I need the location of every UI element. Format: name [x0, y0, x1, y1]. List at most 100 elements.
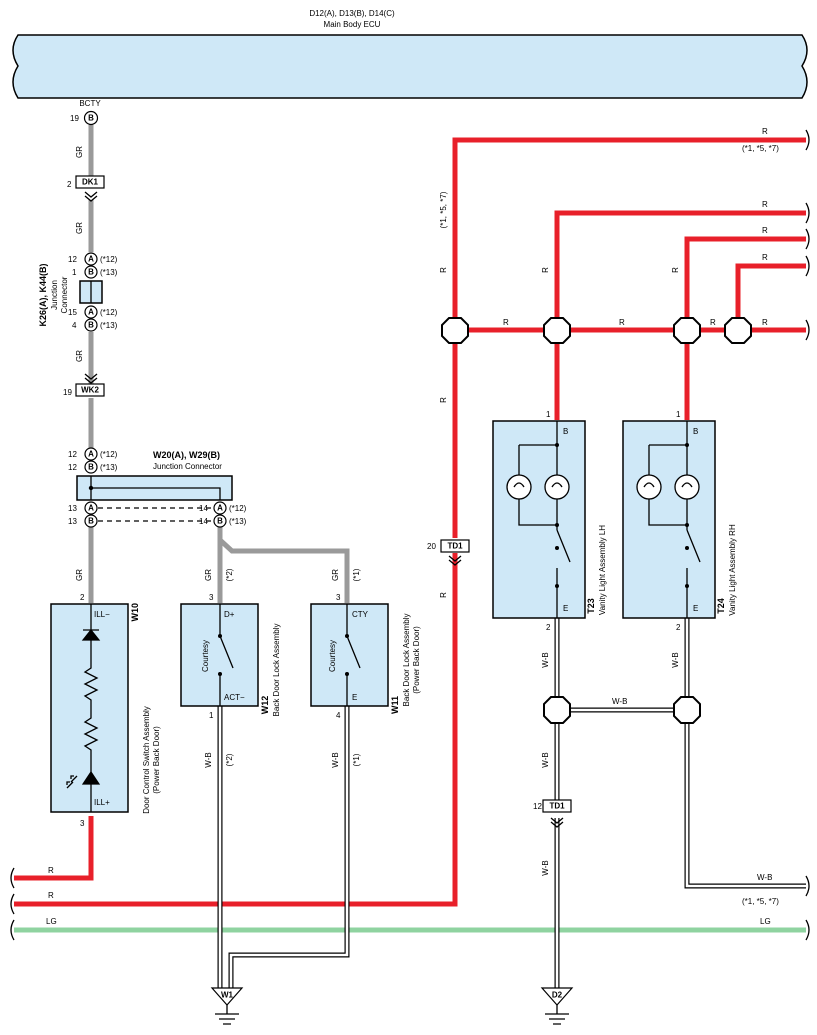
svg-text:W1: W1 [221, 991, 234, 1000]
svg-text:(*13): (*13) [100, 321, 118, 330]
component-w12: 3 D+ ACT− Courtesy 1 W12 Back Door Lock … [180, 593, 281, 720]
note-bottom-right-wb: (*1, *5, *7) [742, 897, 779, 906]
component-w10: 2 ILL− ILL+ 3 W10 Door Control Switch As… [50, 593, 161, 828]
svg-text:ILL+: ILL+ [94, 798, 110, 807]
svg-text:WK2: WK2 [81, 386, 99, 395]
svg-text:W-B: W-B [671, 652, 680, 667]
wire-red-t23-feed [554, 210, 806, 420]
svg-text:14: 14 [199, 517, 208, 526]
note-w12-bottom: (*2) [225, 753, 234, 766]
component-w11: 3 CTY E Courtesy 4 W11 Back Door Lock As… [310, 593, 421, 720]
svg-text:LG: LG [46, 917, 57, 926]
svg-text:K26(A), K44(B): K26(A), K44(B) [38, 263, 48, 326]
wire-red-extra [735, 263, 806, 330]
svg-text:1: 1 [72, 268, 77, 277]
svg-text:2: 2 [676, 623, 681, 632]
svg-text:Vanity Light Assembly RH: Vanity Light Assembly RH [728, 524, 737, 616]
note-w11: (*1) [352, 568, 361, 581]
svg-text:R: R [671, 267, 680, 273]
svg-text:GR: GR [75, 569, 84, 581]
svg-text:R: R [762, 200, 768, 209]
svg-text:19: 19 [63, 388, 72, 397]
svg-text:R: R [503, 318, 509, 327]
svg-text:E: E [693, 604, 698, 613]
wire-red-vertical [452, 137, 806, 538]
svg-text:LG: LG [760, 917, 771, 926]
svg-text:R: R [762, 226, 768, 235]
ground-w1: W1 [210, 987, 244, 1025]
svg-text:Junction: Junction [50, 280, 59, 310]
svg-text:R: R [48, 891, 54, 900]
svg-text:R: R [762, 253, 768, 262]
svg-text:A: A [88, 255, 94, 264]
svg-text:13: 13 [68, 517, 77, 526]
svg-text:1: 1 [546, 410, 551, 419]
svg-text:W11: W11 [390, 696, 400, 714]
wire-red-t24-feed [684, 236, 806, 420]
svg-text:GR: GR [75, 350, 84, 362]
svg-text:(*12): (*12) [100, 450, 118, 459]
svg-text:W-B: W-B [541, 652, 550, 667]
wire-wb-group [217, 617, 806, 988]
svg-text:4: 4 [336, 711, 341, 720]
connector-td1-top: 20 TD1 [427, 539, 470, 566]
svg-text:W12: W12 [260, 696, 270, 715]
svg-text:2: 2 [67, 180, 72, 189]
svg-text:12: 12 [68, 255, 77, 264]
svg-text:R: R [439, 397, 448, 403]
connector-dk1: 2 DK1 [67, 175, 105, 202]
note-w12: (*2) [225, 568, 234, 581]
svg-text:TD1: TD1 [549, 802, 565, 811]
wire-break-marks [10, 129, 810, 941]
svg-text:W20(A), W29(B): W20(A), W29(B) [153, 450, 220, 460]
svg-text:GR: GR [331, 569, 340, 581]
svg-text:W-B: W-B [331, 752, 340, 767]
svg-text:1: 1 [676, 410, 681, 419]
svg-text:4: 4 [72, 321, 77, 330]
svg-text:GR: GR [75, 222, 84, 234]
svg-text:B: B [88, 517, 94, 526]
svg-text:A: A [88, 504, 94, 513]
svg-text:TD1: TD1 [447, 542, 463, 551]
svg-text:12: 12 [68, 463, 77, 472]
svg-text:Vanity Light Assembly LH: Vanity Light Assembly LH [598, 525, 607, 615]
svg-text:Junction Connector: Junction Connector [153, 462, 222, 471]
ground-d2: D2 [540, 987, 574, 1025]
svg-text:12: 12 [533, 802, 542, 811]
svg-text:(*13): (*13) [229, 517, 247, 526]
wire-color-labels: GR GR GR GR GR GR R R LG LG R R R R R R … [46, 127, 772, 926]
connector-wk2: 19 WK2 [63, 373, 105, 397]
svg-text:2: 2 [80, 593, 85, 602]
svg-text:R: R [762, 127, 768, 136]
svg-text:B: B [217, 517, 223, 526]
svg-text:B: B [88, 268, 94, 277]
svg-text:(*12): (*12) [100, 308, 118, 317]
svg-text:A: A [88, 308, 94, 317]
junction-points [441, 317, 752, 724]
svg-text:T24: T24 [716, 598, 726, 614]
svg-text:W-B: W-B [541, 752, 550, 767]
svg-text:W10: W10 [130, 603, 140, 622]
svg-text:R: R [762, 318, 768, 327]
svg-text:T23: T23 [586, 598, 596, 614]
svg-text:20: 20 [427, 542, 436, 551]
connector-td1-bottom: 12 TD1 [533, 799, 572, 828]
svg-text:Courtesy: Courtesy [201, 640, 210, 672]
svg-text:R: R [48, 866, 54, 875]
ecu-codes: D12(A), D13(B), D14(C) [309, 9, 395, 18]
svg-text:E: E [352, 693, 357, 702]
svg-text:13: 13 [68, 504, 77, 513]
svg-text:(*13): (*13) [100, 268, 118, 277]
svg-text:DK1: DK1 [82, 178, 99, 187]
svg-text:B: B [88, 114, 94, 123]
svg-text:(Power Back Door): (Power Back Door) [412, 626, 421, 694]
svg-text:D+: D+ [224, 610, 235, 619]
svg-text:W-B: W-B [204, 752, 213, 767]
svg-text:3: 3 [209, 593, 214, 602]
svg-text:R: R [439, 592, 448, 598]
svg-text:W-B: W-B [541, 860, 550, 875]
svg-text:B: B [563, 427, 568, 436]
svg-text:3: 3 [336, 593, 341, 602]
note-vertical-red: (*1, *5, *7) [439, 191, 448, 228]
